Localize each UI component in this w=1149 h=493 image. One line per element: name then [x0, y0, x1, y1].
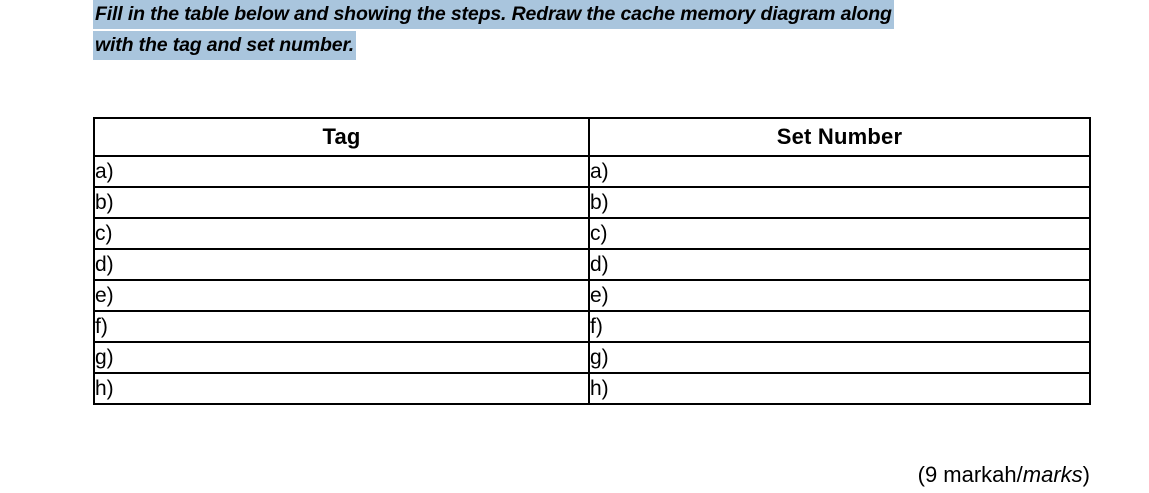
cell-set-number[interactable]: b)	[588, 186, 1091, 219]
marks-suffix: )	[1082, 462, 1090, 487]
cell-tag[interactable]: e)	[93, 279, 590, 312]
cell-tag[interactable]: b)	[93, 186, 590, 219]
cell-tag[interactable]: g)	[93, 341, 590, 374]
table-row: d)d)	[93, 248, 1091, 281]
cell-set-number[interactable]: a)	[588, 155, 1091, 188]
cell-set-number[interactable]: e)	[588, 279, 1091, 312]
cell-set-number[interactable]: f)	[588, 310, 1091, 343]
instruction-line-2: with the tag and set number.	[93, 31, 357, 60]
cell-tag[interactable]: c)	[93, 217, 590, 250]
instruction-block: Fill in the table below and showing the …	[93, 0, 1103, 62]
instruction-line-1: Fill in the table below and showing the …	[93, 0, 894, 29]
cell-tag[interactable]: h)	[93, 372, 590, 405]
table-header-row: Tag Set Number	[93, 117, 1091, 157]
table-row: e)e)	[93, 279, 1091, 312]
table-row: f)f)	[93, 310, 1091, 343]
column-header-tag: Tag	[93, 117, 590, 157]
table-row: h)h)	[93, 372, 1091, 405]
table-row: a)a)	[93, 155, 1091, 188]
cell-set-number[interactable]: d)	[588, 248, 1091, 281]
cell-set-number[interactable]: g)	[588, 341, 1091, 374]
marks-prefix: (9 markah/	[917, 462, 1023, 487]
marks-italic: marks	[1022, 462, 1083, 487]
column-header-set-number: Set Number	[588, 117, 1091, 157]
cell-tag[interactable]: f)	[93, 310, 590, 343]
cell-tag[interactable]: d)	[93, 248, 590, 281]
table-row: g)g)	[93, 341, 1091, 374]
marks-footer: (9 markah/marks)	[918, 462, 1090, 488]
cell-set-number[interactable]: c)	[588, 217, 1091, 250]
table-row: b)b)	[93, 186, 1091, 219]
table-row: c)c)	[93, 217, 1091, 250]
table-body: a)a)b)b)c)c)d)d)e)e)f)f)g)g)h)h)	[93, 155, 1091, 405]
tag-set-number-table: Tag Set Number a)a)b)b)c)c)d)d)e)e)f)f)g…	[93, 117, 1091, 405]
cell-set-number[interactable]: h)	[588, 372, 1091, 405]
cell-tag[interactable]: a)	[93, 155, 590, 188]
